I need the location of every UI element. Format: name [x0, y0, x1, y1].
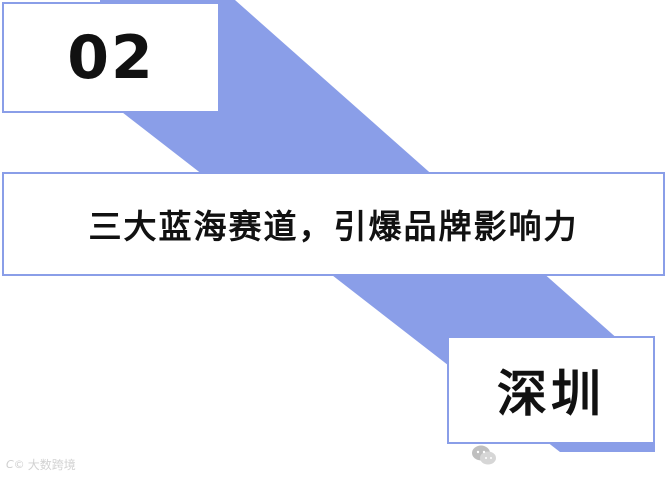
- watermark-text: 大数跨境: [27, 458, 76, 472]
- headline-box: 三大蓝海赛道，引爆品牌影响力: [2, 172, 665, 276]
- watermark-logo: C©: [6, 458, 25, 471]
- headline-text: 三大蓝海赛道，引爆品牌影响力: [88, 207, 579, 246]
- city-box: 深圳: [447, 336, 655, 444]
- section-number-box: 02: [2, 2, 220, 113]
- wechat-icon: [472, 445, 496, 465]
- source-watermark: C© 大数跨境: [6, 456, 76, 473]
- section-number: 02: [67, 22, 155, 93]
- city-name: 深圳: [497, 365, 605, 423]
